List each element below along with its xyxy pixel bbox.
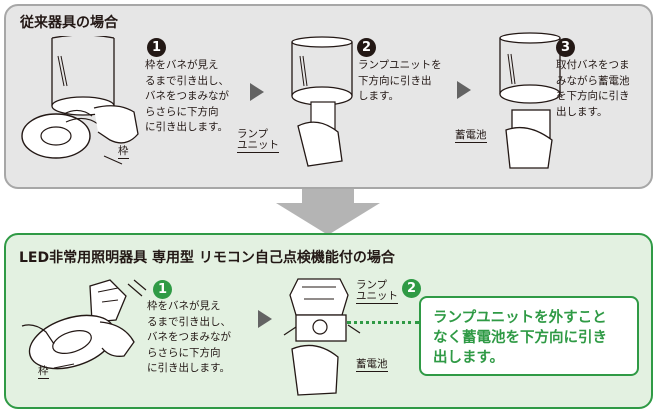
step-3-badge: 3 [556,38,575,57]
frame-label: 枠 [118,145,129,159]
step-2-text: ランプユニットを 下方向に引き出 します。 [358,59,442,102]
pull-out-battery-without-lamp-removal-illustration [283,278,361,396]
step-arrow-icon [457,81,471,99]
pull-out-battery-illustration [499,32,561,169]
step-arrow-icon [250,83,264,101]
callout-leader-line [347,321,419,324]
pull-out-frame-illustration [21,36,139,165]
lamp-unit-label: ランプ ユニット [356,279,398,304]
step-1-text: 枠をバネが見え るまで引き出し、 バネをつまみなが らさらに下方向 に引き出しま… [147,300,231,374]
step-1-text: 枠をバネが見え るまで引き出し、 バネをつまみなが らさらに下方向 に引き出しま… [145,59,229,133]
battery-label: 蓄電池 [455,129,487,143]
frame-label: 枠 [38,365,49,379]
pull-out-lamp-unit-illustration [291,36,353,167]
transition-down-arrow-icon [276,189,380,235]
step-1-badge: 1 [153,280,172,299]
step-3-text: 取付バネをつま みながら蓄電池 を下方向に引き 出します。 [556,59,630,118]
lamp-unit-label: ランプ ユニット [237,128,279,153]
battery-label: 蓄電池 [356,358,388,372]
step-1-badge: 1 [147,38,166,57]
step-2-badge: 2 [357,38,376,57]
step-2-callout: ランプユニットを外すこと なく蓄電池を下方向に引き 出します。 [419,296,639,376]
pull-out-frame-illustration [21,279,147,370]
conventional-panel-title: 従来器具の場合 [20,15,118,31]
remote-panel-title: LED非常用照明器具 専用型 リモコン自己点検機能付の場合 [19,250,395,266]
step-2-badge: 2 [402,279,421,298]
step-arrow-icon [258,310,272,328]
